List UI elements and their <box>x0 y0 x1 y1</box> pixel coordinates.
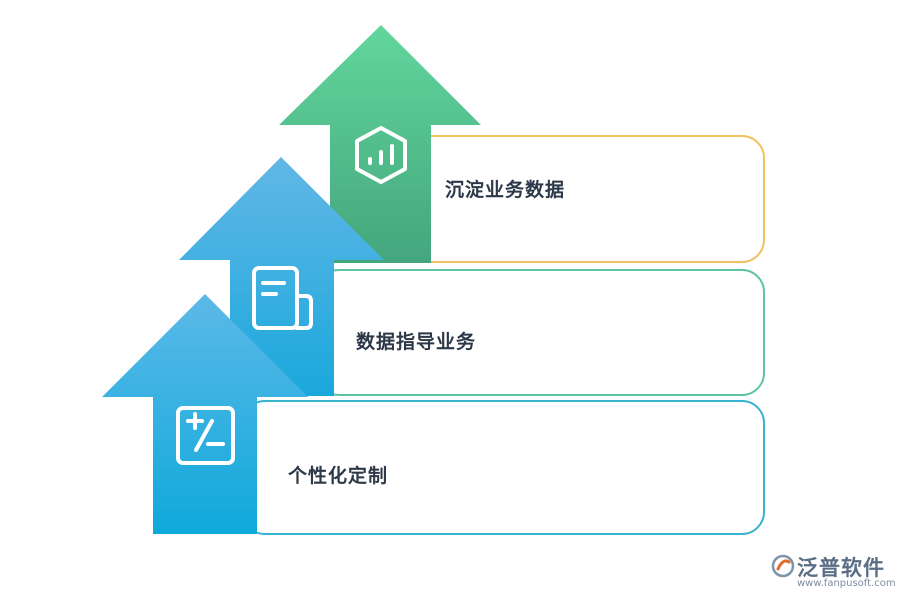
step-label-3: 个性化定制 <box>288 465 389 487</box>
plus-minus-icon <box>176 406 235 465</box>
brand-name: 泛普软件 <box>797 556 885 580</box>
step-arrow-3 <box>102 294 308 534</box>
bar-chart-hexagon-icon <box>355 126 407 184</box>
step-label-1: 沉淀业务数据 <box>445 179 566 201</box>
step-label-2: 数据指导业务 <box>356 331 477 353</box>
document-icon <box>252 266 313 330</box>
fanpu-logo-icon <box>771 554 795 578</box>
step-arrow-1 <box>279 25 481 263</box>
brand-url: www.fanpusoft.com <box>797 578 896 589</box>
